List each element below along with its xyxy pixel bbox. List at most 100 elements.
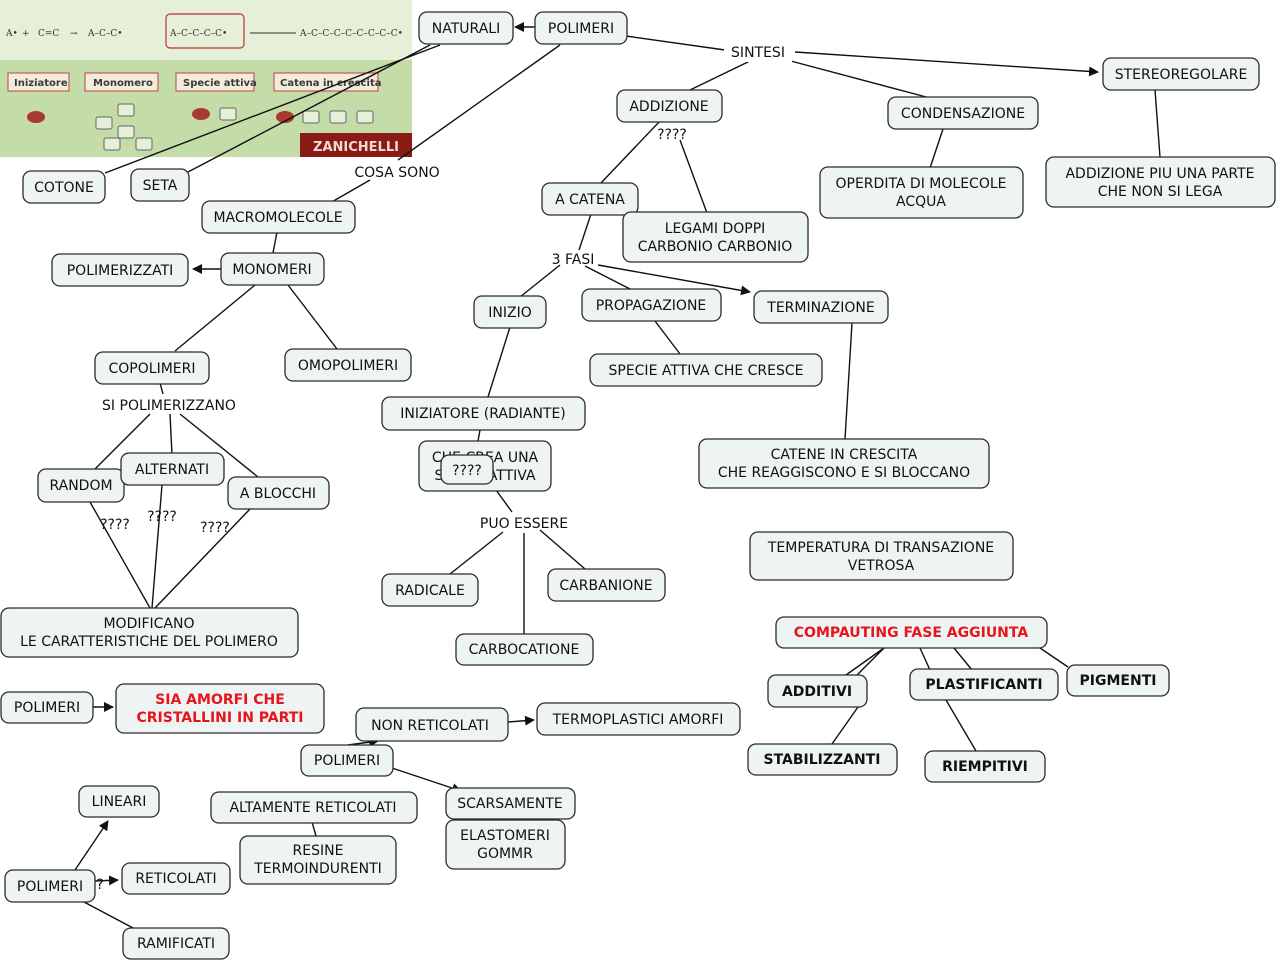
node-macromolecole[interactable]: MACROMOLECOLE <box>201 200 356 234</box>
node-alternati[interactable]: ALTERNATI <box>120 452 225 486</box>
node-sia-amorfi-box[interactable] <box>115 683 325 734</box>
node-inizio[interactable]: INIZIO <box>473 295 547 329</box>
node-propagazione[interactable]: PROPAGAZIONE <box>581 288 722 322</box>
node-lineari[interactable]: LINEARI <box>78 785 160 818</box>
node-compaunding[interactable]: COMPAUTING FASE AGGIUNTA <box>775 616 1048 649</box>
node-monomeri-box[interactable] <box>220 252 325 286</box>
node-seta-box[interactable] <box>130 168 190 202</box>
node-cotone-box[interactable] <box>22 170 106 204</box>
node-naturali-box[interactable] <box>418 11 514 45</box>
node-termoplastici-amorfi-box[interactable] <box>536 702 741 736</box>
node-addizione-piu-parte-box[interactable] <box>1045 156 1276 208</box>
node-temperatura-transazione-box[interactable] <box>749 531 1014 581</box>
node-plastificanti-box[interactable] <box>909 668 1059 701</box>
node-resine-termoindurenti-box[interactable] <box>239 835 397 885</box>
node-polimeri-amorfi[interactable]: POLIMERI <box>0 691 94 724</box>
node-additivi[interactable]: ADDITIVI <box>767 674 868 708</box>
node-overlay-question[interactable]: ???? <box>440 454 494 485</box>
node-propagazione-box[interactable] <box>581 288 722 322</box>
node-terminazione[interactable]: TERMINAZIONE <box>753 290 889 324</box>
node-monomeri[interactable]: MONOMERI <box>220 252 325 286</box>
node-addizione[interactable]: ADDIZIONE <box>616 89 723 123</box>
node-omopolimeri[interactable]: OMOPOLIMERI <box>284 348 412 382</box>
node-polimeri-bottom-box[interactable] <box>4 869 96 903</box>
node-macromolecole-box[interactable] <box>201 200 356 234</box>
node-scarsamente-box[interactable] <box>445 787 576 820</box>
node-altamente-reticolati-box[interactable] <box>210 791 418 824</box>
node-carbocatione-box[interactable] <box>455 633 594 666</box>
node-overlay-question-box[interactable] <box>440 454 494 485</box>
node-stereoregolare-box[interactable] <box>1102 57 1260 91</box>
node-polimeri-mid[interactable]: POLIMERI <box>300 744 394 777</box>
node-alternati-box[interactable] <box>120 452 225 486</box>
node-scarsamente[interactable]: SCARSAMENTE <box>445 787 576 820</box>
node-ramificati-box[interactable] <box>122 927 230 960</box>
node-iniziatore[interactable]: INIZIATORE (RADIANTE) <box>381 396 586 431</box>
node-inizio-box[interactable] <box>473 295 547 329</box>
node-condensazione-box[interactable] <box>887 96 1039 130</box>
node-altamente-reticolati[interactable]: ALTAMENTE RETICOLATI <box>210 791 418 824</box>
node-stabilizzanti-box[interactable] <box>747 743 898 776</box>
node-naturali[interactable]: NATURALI <box>418 11 514 45</box>
node-terminazione-box[interactable] <box>753 290 889 324</box>
node-ramificati[interactable]: RAMIFICATI <box>122 927 230 960</box>
node-reticolati[interactable]: RETICOLATI <box>121 862 231 895</box>
node-polimeri-mid-box[interactable] <box>300 744 394 777</box>
node-non-reticolati-box[interactable] <box>355 707 509 742</box>
node-lineari-box[interactable] <box>78 785 160 818</box>
node-elastomeri-box[interactable] <box>445 819 566 870</box>
node-radicale-box[interactable] <box>381 573 479 607</box>
node-compaunding-box[interactable] <box>775 616 1048 649</box>
node-polimeri-top-box[interactable] <box>534 11 628 45</box>
node-omopolimeri-box[interactable] <box>284 348 412 382</box>
node-specie-attiva-cresce-box[interactable] <box>589 353 823 387</box>
node-polimeri-amorfi-box[interactable] <box>0 691 94 724</box>
node-legami-doppi-box[interactable] <box>622 211 809 263</box>
node-pigmenti[interactable]: PIGMENTI <box>1066 664 1170 697</box>
node-a-blocchi[interactable]: A BLOCCHI <box>227 476 330 510</box>
node-polimeri-top[interactable]: POLIMERI <box>534 11 628 45</box>
node-iniziatore-box[interactable] <box>381 396 586 431</box>
node-modificano-box[interactable] <box>0 607 299 658</box>
node-copolimeri-box[interactable] <box>94 351 210 385</box>
node-plastificanti[interactable]: PLASTIFICANTI <box>909 668 1059 701</box>
node-carbocatione[interactable]: CARBOCATIONE <box>455 633 594 666</box>
node-reticolati-box[interactable] <box>121 862 231 895</box>
node-a-catena-box[interactable] <box>541 182 639 216</box>
node-pigmenti-box[interactable] <box>1066 664 1170 697</box>
node-copolimeri[interactable]: COPOLIMERI <box>94 351 210 385</box>
node-cotone[interactable]: COTONE <box>22 170 106 204</box>
node-carbanione[interactable]: CARBANIONE <box>547 568 666 602</box>
node-addizione-box[interactable] <box>616 89 723 123</box>
node-specie-attiva-cresce[interactable]: SPECIE ATTIVA CHE CRESCE <box>589 353 823 387</box>
node-termoplastici-amorfi[interactable]: TERMOPLASTICI AMORFI <box>536 702 741 736</box>
node-polimeri-bottom[interactable]: POLIMERI <box>4 869 96 903</box>
node-condensazione[interactable]: CONDENSAZIONE <box>887 96 1039 130</box>
node-seta[interactable]: SETA <box>130 168 190 202</box>
node-a-catena[interactable]: A CATENA <box>541 182 639 216</box>
node-a-blocchi-box[interactable] <box>227 476 330 510</box>
node-catene-crescita-box[interactable] <box>698 438 990 489</box>
node-polimerizzati-box[interactable] <box>51 253 189 287</box>
node-perdita-molecole-box[interactable] <box>819 166 1024 219</box>
node-riempitivi-box[interactable] <box>924 750 1046 783</box>
node-stereoregolare[interactable]: STEREOREGOLARE <box>1102 57 1260 91</box>
node-carbanione-box[interactable] <box>547 568 666 602</box>
node-polimerizzati[interactable]: POLIMERIZZATI <box>51 253 189 287</box>
node-additivi-box[interactable] <box>767 674 868 708</box>
node-radicale[interactable]: RADICALE <box>381 573 479 607</box>
node-random-box[interactable] <box>37 468 125 503</box>
node-stabilizzanti[interactable]: STABILIZZANTI <box>747 743 898 776</box>
node-random[interactable]: RANDOM <box>37 468 125 503</box>
node-non-reticolati[interactable]: NON RETICOLATI <box>355 707 509 742</box>
node-riempitivi[interactable]: RIEMPITIVI <box>924 750 1046 783</box>
